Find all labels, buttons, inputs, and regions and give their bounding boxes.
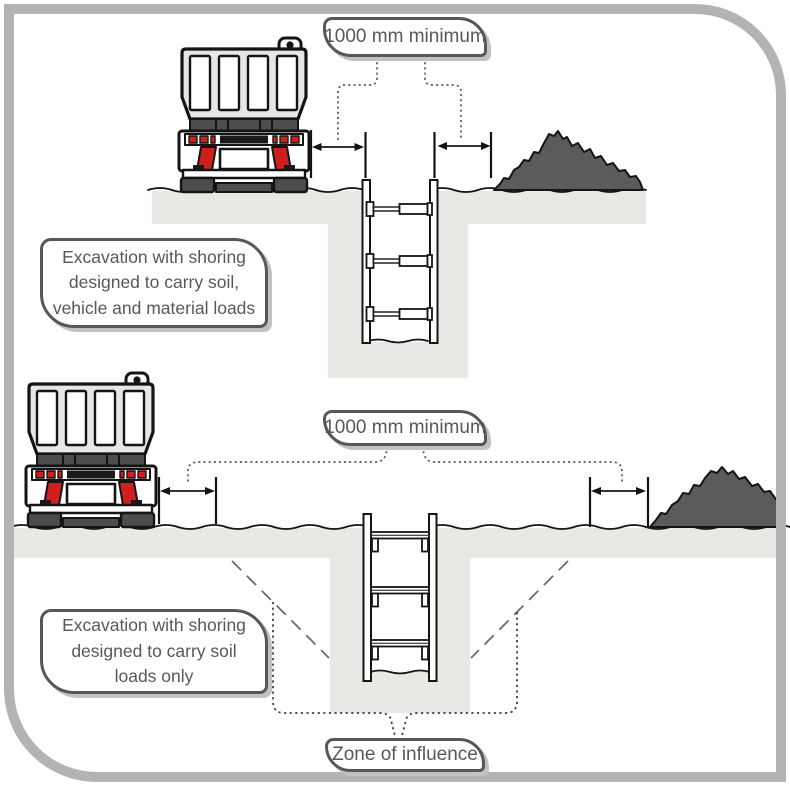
spoil-pile-top [493,130,644,191]
top-distance-callout: 1000 mm minimum [323,17,487,57]
shoring-rail-right [428,513,438,682]
leader-lines-top [337,57,462,141]
zone-outline-dotted [272,602,518,737]
dimension-arrow [160,487,215,495]
extension-ticks [157,477,650,527]
zone-of-influence-lines [231,560,569,737]
page-frame-border [3,3,786,782]
top-excavation-scene [147,36,647,378]
zone-of-influence-callout: Zone of influence [325,738,485,772]
callout-line: designed to carry soil, [68,272,240,293]
trench-shoring-bottom [362,513,438,682]
dimension-top [309,130,493,178]
shoring-strut [365,306,433,322]
shoring-beam [370,586,430,608]
callout-line: loads only [114,666,194,687]
bottom-shoring-callout: Excavation with shoring designed to carr… [40,609,268,694]
shoring-beam [370,639,430,661]
spoil-pile-bottom [649,466,786,528]
zone-of-influence-text: Zone of influence [332,744,478,765]
truck-bottom [24,371,158,529]
zone-diagonals [231,560,569,659]
callout-line: Excavation with shoring [62,246,246,267]
bottom-distance-text: 1000 mm minimum [324,417,486,438]
bottom-excavation-scene [9,371,790,737]
trench-cavity-bottom [371,527,429,672]
shoring-beam [370,531,430,553]
leader-lines-bottom [187,445,623,483]
callout-line: vehicle and material loads [52,297,256,318]
bottom-distance-callout: 1000 mm minimum [323,410,487,446]
extension-ticks [309,130,493,178]
shoring-strut [365,201,433,217]
truck-top [177,36,311,194]
top-distance-text: 1000 mm minimum [324,26,486,47]
shoring-rail-left [362,513,372,682]
top-shoring-callout: Excavation with shoring designed to carr… [40,238,268,328]
trench-floor-top [367,338,429,344]
callout-line: Excavation with shoring [62,615,246,636]
callout-line: designed to carry soil [71,640,237,661]
shoring-strut [365,253,433,269]
dimension-arrow [312,143,364,151]
trench-floor-bottom [369,669,431,675]
dimension-arrow [437,142,491,150]
trench-shoring-top [361,179,439,344]
dimension-arrow [591,487,646,495]
dimension-bottom [157,477,650,527]
